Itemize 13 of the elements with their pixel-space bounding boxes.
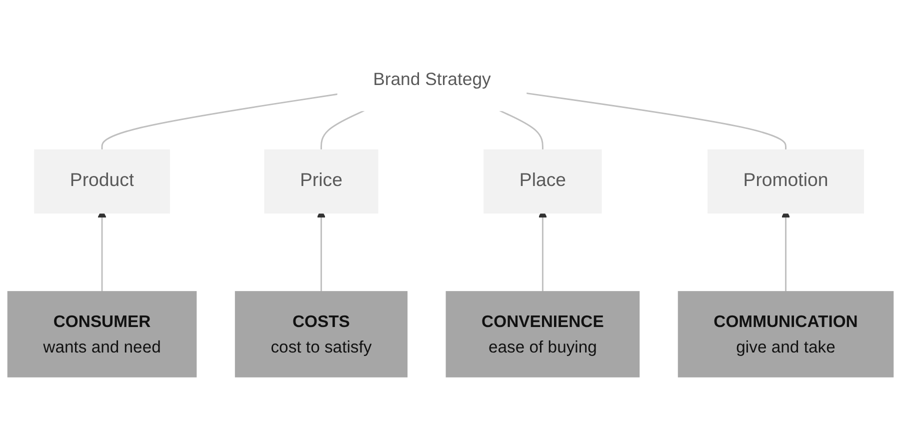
node-text: Brand Strategy (373, 70, 491, 90)
connector (101, 94, 338, 150)
node-box: Product (34, 149, 170, 214)
node-box: COSTS cost to satisfy (234, 291, 408, 378)
node-box: Place (484, 149, 602, 214)
node-box: CONVENIENCE ease of buying (446, 291, 640, 378)
node-box: CONSUMER wants and need (7, 291, 197, 378)
node-box: COMMUNICATION give and take (678, 291, 894, 378)
connector (526, 92, 786, 150)
connector (320, 110, 365, 150)
connector (499, 110, 544, 150)
node-box: Price (264, 149, 378, 214)
node-box: Promotion (708, 149, 864, 214)
